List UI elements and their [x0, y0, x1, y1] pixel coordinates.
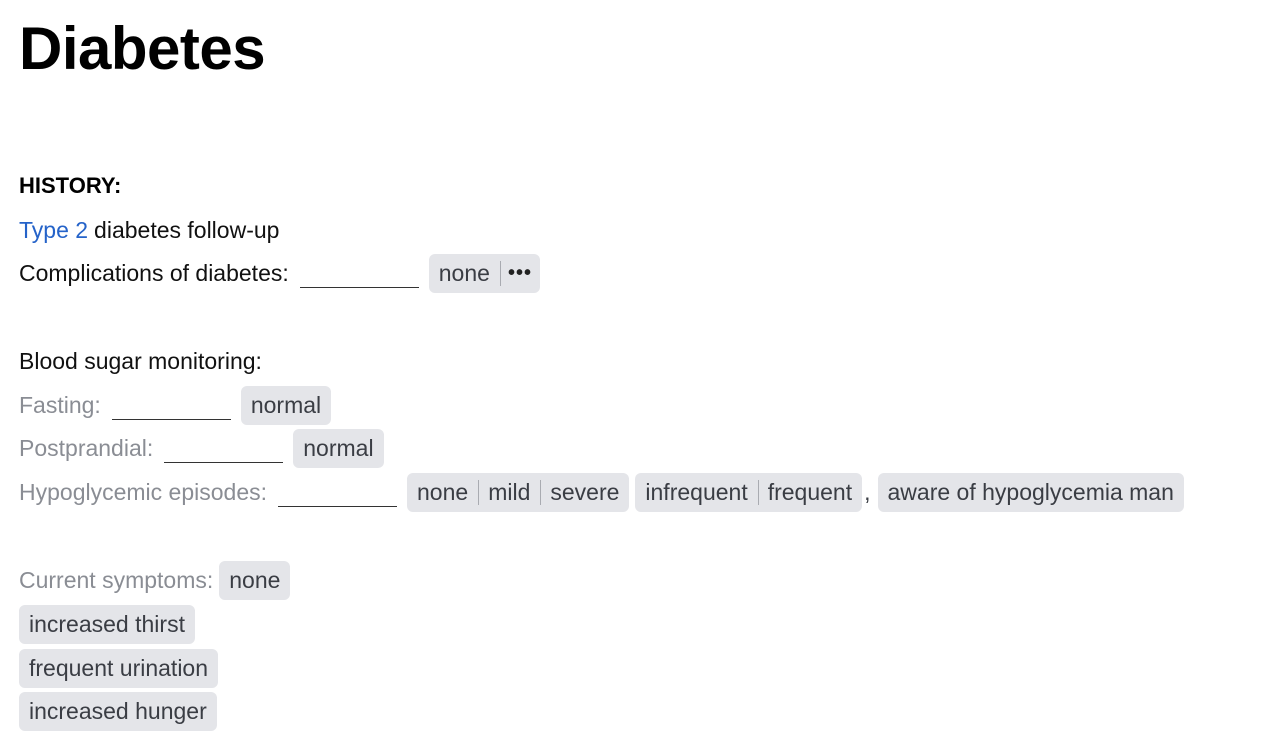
symptom-item-urination: frequent urination: [19, 648, 219, 688]
hypoglycemia-awareness-chip: aware of hypoglycemia man: [877, 472, 1184, 512]
followup-text: diabetes follow-up: [94, 217, 280, 243]
fasting-row: Fasting: normal: [19, 385, 332, 425]
fasting-normal-option[interactable]: normal: [250, 392, 322, 418]
symptoms-row: Current symptoms: none: [19, 560, 291, 600]
hypoglycemia-awareness-option[interactable]: aware of hypoglycemia man: [887, 479, 1174, 505]
symptoms-label: Current symptoms:: [19, 567, 214, 593]
fasting-label: Fasting:: [19, 392, 101, 418]
monitoring-heading: Blood sugar monitoring:: [19, 348, 262, 374]
page-title: Diabetes: [19, 15, 266, 82]
hypoglycemic-frequent-option[interactable]: frequent: [757, 473, 862, 512]
complications-chip: none •••: [428, 253, 540, 293]
list-separator: ,: [864, 479, 871, 505]
hypoglycemic-infrequent-option[interactable]: infrequent: [645, 479, 748, 505]
fasting-field[interactable]: [111, 390, 231, 420]
symptom-chip: increased hunger: [19, 691, 217, 731]
symptom-increased-thirst-option[interactable]: increased thirst: [29, 611, 185, 637]
complications-label: Complications of diabetes:: [19, 260, 289, 286]
symptom-frequent-urination-option[interactable]: frequent urination: [29, 655, 209, 681]
symptom-item-thirst: increased thirst: [19, 604, 195, 644]
complications-field[interactable]: [299, 258, 419, 288]
hypoglycemic-none-option[interactable]: none: [417, 479, 469, 505]
symptom-chip: increased thirst: [19, 604, 195, 644]
hypoglycemic-mild-option[interactable]: mild: [478, 473, 540, 512]
hypoglycemic-severity-chip: none mild severe: [407, 472, 630, 512]
hypoglycemic-label: Hypoglycemic episodes:: [19, 479, 268, 505]
hypoglycemic-row: Hypoglycemic episodes: none mild severe …: [19, 472, 1184, 512]
fasting-chip: normal: [240, 385, 332, 425]
postprandial-label: Postprandial:: [19, 435, 154, 461]
hypoglycemic-severe-option[interactable]: severe: [540, 473, 629, 512]
symptoms-none-option[interactable]: none: [229, 567, 281, 593]
postprandial-field[interactable]: [164, 433, 284, 463]
symptom-increased-hunger-option[interactable]: increased hunger: [29, 698, 207, 724]
diabetes-type-link[interactable]: Type 2: [19, 217, 89, 243]
symptom-item-hunger: increased hunger: [19, 691, 217, 731]
complications-row: Complications of diabetes: none •••: [19, 253, 540, 293]
postprandial-row: Postprandial: normal: [19, 428, 384, 468]
hypoglycemic-frequency-chip: infrequent frequent: [635, 472, 863, 512]
postprandial-normal-option[interactable]: normal: [303, 435, 374, 461]
symptoms-none-chip: none: [219, 560, 291, 600]
hypoglycemic-field[interactable]: [278, 477, 398, 507]
history-heading: HISTORY:: [19, 173, 122, 198]
postprandial-chip: normal: [293, 428, 384, 468]
more-options-icon[interactable]: •••: [499, 254, 540, 293]
symptom-chip: frequent urination: [19, 648, 219, 688]
history-line: Type 2 diabetes follow-up: [19, 210, 279, 250]
complications-none-option[interactable]: none: [438, 260, 490, 286]
